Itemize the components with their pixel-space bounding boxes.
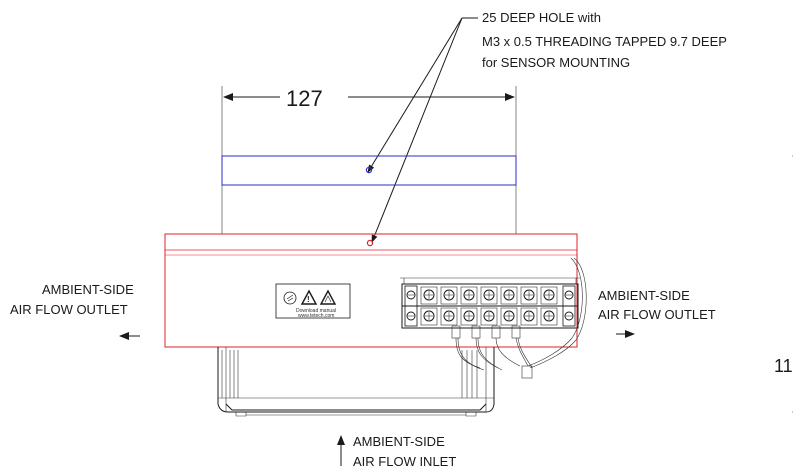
inlet-line-2: AIR FLOW INLET xyxy=(353,454,456,469)
right-outlet-line-1: AMBIENT-SIDE xyxy=(598,288,690,303)
callout-leader xyxy=(367,17,478,243)
fan-assembly xyxy=(217,347,495,417)
terminal-block xyxy=(400,257,587,379)
svg-text:!: ! xyxy=(307,295,310,304)
warning-label: ! xyxy=(275,283,351,319)
callout-line-2: M3 x 0.5 THREADING TAPPED 9.7 DEEP xyxy=(482,34,727,49)
sensor-hole-red xyxy=(366,239,374,247)
right-outlet-line-2: AIR FLOW OUTLET xyxy=(598,307,716,322)
fan-fins-left xyxy=(221,350,239,398)
partial-dimension-value: 11 xyxy=(774,356,793,376)
label-line-2: www.tetech.com xyxy=(298,313,334,319)
callout-line-3: for SENSOR MOUNTING xyxy=(482,55,630,70)
main-housing xyxy=(164,233,578,348)
width-dimension xyxy=(221,86,517,156)
inlet-line-1: AMBIENT-SIDE xyxy=(353,434,445,449)
dimension-127-label: 127 xyxy=(286,86,323,111)
hot-surface-icon xyxy=(319,289,337,305)
label-line-1: Download manual xyxy=(296,308,336,314)
left-outlet-line-2: AIR FLOW OUTLET xyxy=(10,302,128,317)
left-outlet-line-1: AMBIENT-SIDE xyxy=(42,282,134,297)
sensor-hole-blue xyxy=(365,166,373,174)
cold-side-block xyxy=(221,155,517,234)
fan-fins-right xyxy=(461,350,478,398)
terminal-screws xyxy=(406,286,574,326)
warning-triangle-icon xyxy=(300,289,318,305)
callout-line-1: 25 DEEP HOLE with xyxy=(482,10,601,25)
manual-icon xyxy=(283,291,297,305)
